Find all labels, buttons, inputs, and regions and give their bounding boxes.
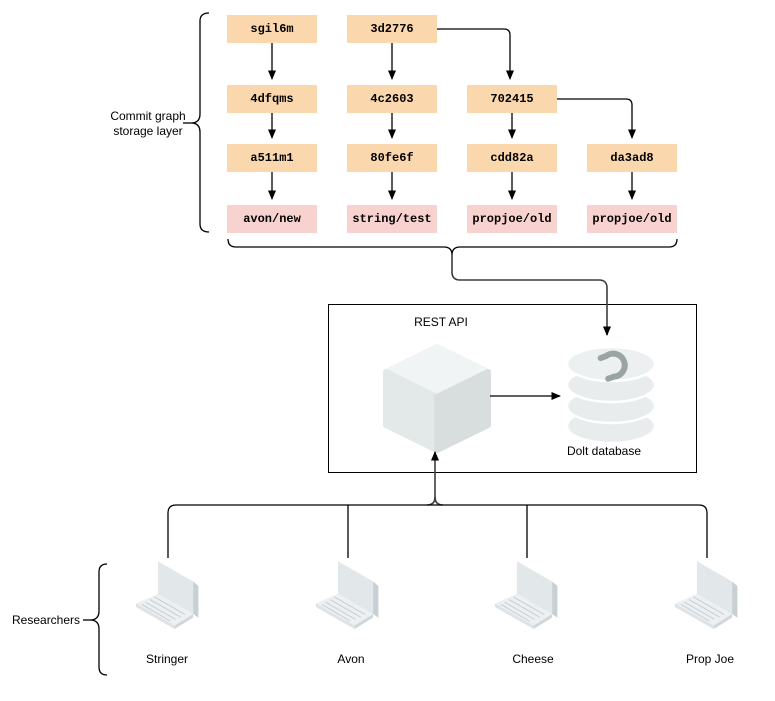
commit-node: a511m1 (227, 144, 317, 172)
researchers-label: Researchers (12, 613, 81, 627)
commit-node: sgil6m (227, 15, 317, 43)
branch-node: propjoe/old (467, 205, 557, 233)
commit-node: cdd82a (467, 144, 557, 172)
laptop-icon (135, 560, 199, 630)
commit-node: 4c2603 (347, 85, 437, 113)
rest-api-label: REST API (414, 315, 468, 329)
researcher-name: Cheese (512, 652, 554, 666)
dolt-database-label: Dolt database (566, 444, 642, 458)
branch-node: avon/new (227, 205, 317, 233)
researcher-name: Stringer (145, 652, 189, 666)
storage-layer-label: Commit graph storage layer (98, 109, 198, 139)
commit-node: 702415 (467, 85, 557, 113)
branch-node: propjoe/old (587, 205, 677, 233)
researcher-name: Avon (337, 652, 365, 666)
commit-graph-brace (227, 238, 678, 256)
storage-layer-label-line1: Commit graph (110, 109, 186, 123)
commit-node: 4dfqms (227, 85, 317, 113)
researcher-connectors (167, 504, 708, 558)
laptop-icon (315, 560, 379, 630)
laptop-icon (494, 560, 558, 630)
storage-layer-label-line2: storage layer (113, 124, 183, 138)
branch-node: string/test (347, 205, 437, 233)
commit-node: 80fe6f (347, 144, 437, 172)
commit-node: da3ad8 (587, 144, 677, 172)
laptop-icon (674, 560, 738, 630)
commit-node: 3d2776 (347, 15, 437, 43)
commit-arrows (268, 28, 636, 200)
researcher-name: Prop Joe (685, 652, 735, 666)
